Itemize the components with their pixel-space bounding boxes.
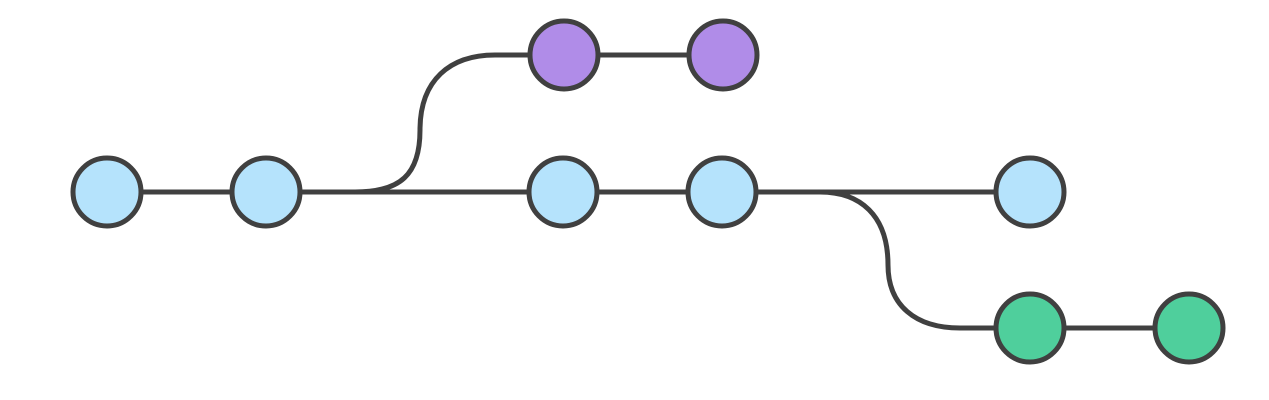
- lower-branch-commit-node: [993, 291, 1067, 365]
- main-commit-node: [229, 155, 303, 229]
- main-commit-node: [685, 155, 759, 229]
- main-branch-commits: [70, 155, 1067, 229]
- upper-branch-connector: [352, 52, 567, 195]
- upper-branch-commit-node: [686, 18, 760, 92]
- upper-branch-commits: [527, 18, 760, 92]
- lower-branch-commit-node: [1152, 291, 1226, 365]
- lower-branch-connector: [817, 189, 1033, 331]
- upper-branch-commit-node: [527, 18, 601, 92]
- main-commit-node: [70, 155, 144, 229]
- lower-branch-commits: [993, 291, 1226, 365]
- main-commit-node: [993, 155, 1067, 229]
- main-commit-node: [526, 155, 600, 229]
